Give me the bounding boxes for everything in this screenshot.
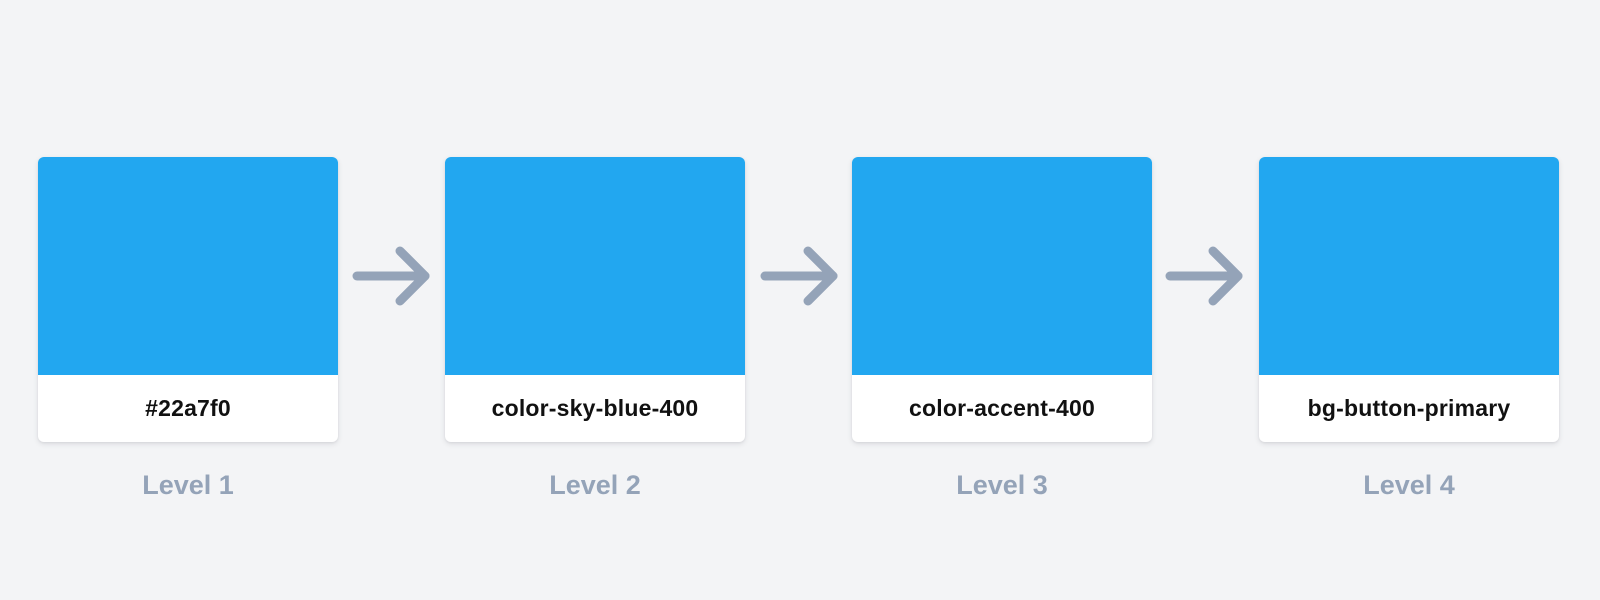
arrow-right-icon xyxy=(760,246,838,306)
level-label: Level 4 xyxy=(1363,470,1455,500)
token-name-label: #22a7f0 xyxy=(145,395,231,421)
arrow-right-icon xyxy=(352,246,430,306)
color-swatch xyxy=(445,157,745,375)
token-card-level-1: #22a7f0 xyxy=(38,157,338,442)
color-swatch xyxy=(1259,157,1559,375)
token-card-level-3: color-accent-400 xyxy=(852,157,1152,442)
level-label: Level 1 xyxy=(142,470,234,500)
token-name-label: color-accent-400 xyxy=(909,395,1095,421)
token-name-label: bg-button-primary xyxy=(1307,395,1511,421)
token-name-label: color-sky-blue-400 xyxy=(491,395,699,421)
token-card-level-4: bg-button-primary xyxy=(1259,157,1559,442)
color-swatch xyxy=(852,157,1152,375)
level-label: Level 3 xyxy=(956,470,1048,500)
token-card-level-2: color-sky-blue-400 xyxy=(445,157,745,442)
arrow-right-icon xyxy=(1165,246,1243,306)
level-label: Level 2 xyxy=(549,470,641,500)
color-swatch xyxy=(38,157,338,375)
